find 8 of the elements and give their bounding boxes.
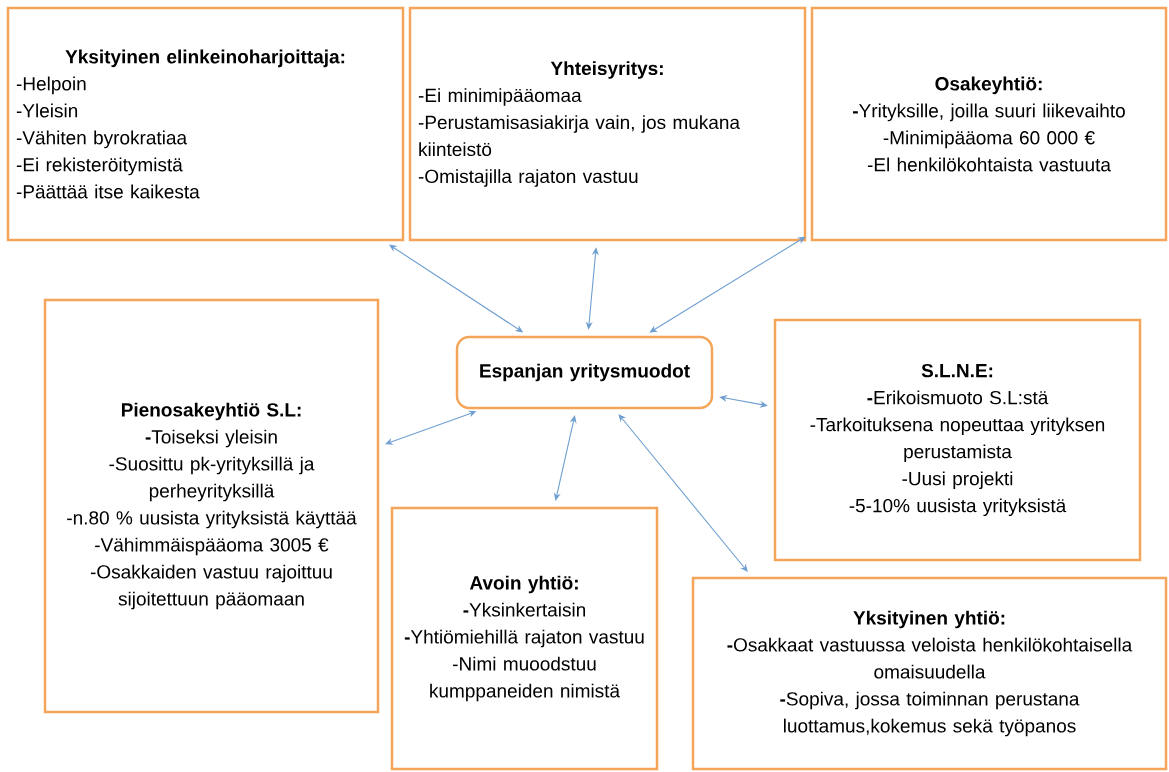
info-box: Yksityinen elinkeinoharjoittaja: -Helpoin -Yleisin -Vähiten byrokratiaa -Ei rekisteröitymistä -Päättää itse kaikesta (6, 6, 405, 242)
info-box: Osakeyhtiö: -Yrityksille, joilla suuri liikevaihto -Minimipääoma 60 000 € -El henkilökohtaista vastuuta (810, 6, 1168, 242)
info-box: Yksityinen yhtiö: -Osakkaat vastuussa veloista henkilökohtaisella omaisuudella -Sopiva, jossa toiminnan perustana luottamus,kokemus sekä työpanos (691, 576, 1168, 771)
info-box: Avoin yhtiö: -Yksinkertaisin -Yhtiömiehillä rajaton vastuu -Nimi muoodstuu kumppaneiden nimistä (390, 506, 659, 771)
topic-box: Espanjan yritysmuodot (455, 335, 714, 410)
info-box: Yhteisyritys: -Ei minimipääomaa -Perustamisasiakirja vain, jos mukana kiinteistö -Omistajilla rajaton vastuu (408, 6, 807, 242)
info-box: S.L.N.E: -Erikoismuoto S.L:stä -Tarkoituksena nopeuttaa yrityksen perustamista -Uusi projekti -5-10% uusista yrityksistä (773, 318, 1142, 562)
info-box: Pienosakeyhtiö S.L: -Toiseksi yleisin -Suosittu pk-yrityksillä ja perheyrityksillä -n.80 % uusista yrityksistä käyttää -Vähimmäispääoma 3005 € -Osakkaiden vastuu rajoittuu sijoitettuun pääomaan (43, 298, 380, 714)
